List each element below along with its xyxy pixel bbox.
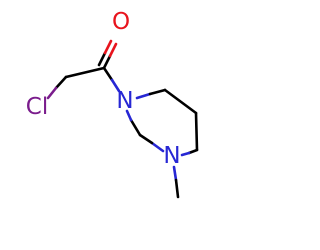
bond-n4-to-c5-part1 [150,141,165,153]
nitrogen-amine-atom-label: N [163,143,180,169]
bond-carbonyl-to-n1-part2 [110,78,121,93]
bond-n1-to-c2-part1 [135,92,152,100]
bond-n1-to-c2-part2 [148,88,167,96]
oxygen-atom-label: O [112,9,130,35]
chlorine-atom-label: Cl [26,94,48,120]
bond-c4-to-n4-part1 [187,148,199,155]
bond-c5-to-c6 [129,118,142,137]
bond-ch2-to-cl-part2 [46,86,58,100]
bond-ch2-to-cl-part1 [54,75,68,90]
bond-n4-to-methyl-part2 [174,178,180,199]
bond-carbonyl-to-ch2 [64,66,106,79]
bond-n4-to-c5-part2 [138,133,154,145]
bond-n4-to-methyl-part1 [172,165,178,182]
bond-c4-to-n4-part2 [180,151,191,157]
bond-c3-to-c4 [194,111,199,152]
bond-c6-to-n1 [125,109,133,122]
bond-c2-to-c3 [163,88,198,115]
nitrogen-amide-atom-label: N [116,88,133,114]
bond-carbonyl-to-n1-part1 [102,66,114,82]
carbonyl-double-bond [97,39,118,70]
molecule-structure-diagram: O Cl N N [25,9,199,199]
